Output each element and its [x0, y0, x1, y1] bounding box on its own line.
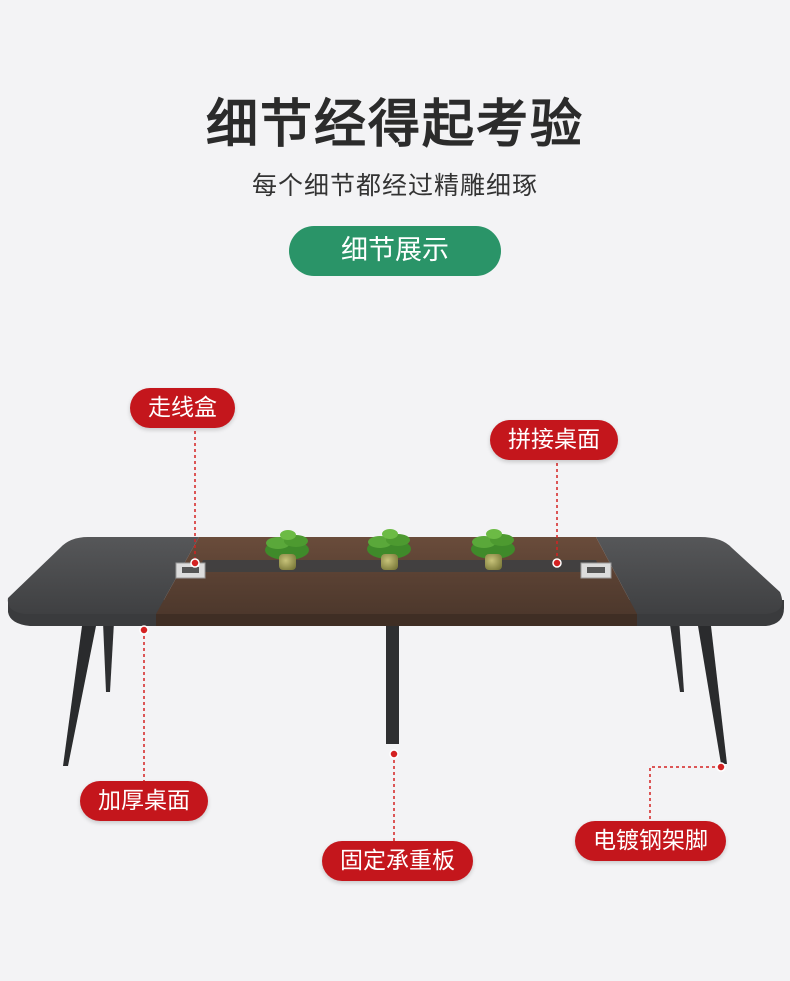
detail-badge: 细节展示 — [289, 226, 501, 276]
plant-left — [265, 530, 309, 570]
table-leg-back-left — [103, 622, 114, 692]
callout-dot-steel-legs — [716, 762, 726, 772]
callout-dot-joined-top — [552, 558, 562, 568]
center-support-leg — [386, 620, 399, 744]
callout-label-fixed-plate: 固定承重板 — [322, 841, 473, 881]
callout-dot-fixed-plate — [389, 749, 399, 759]
wood-edge — [156, 614, 637, 626]
page-title: 细节经得起考验 — [205, 95, 584, 155]
cable-box-left — [175, 562, 206, 579]
callout-line-steel-legs — [649, 766, 721, 822]
page-subtitle: 每个细节都经过精雕细琢 — [251, 171, 538, 200]
callout-label-joined-top: 拼接桌面 — [490, 420, 618, 460]
callout-label-thick-top: 加厚桌面 — [80, 781, 208, 821]
table-leg-front-left — [63, 626, 96, 766]
plant-center — [367, 529, 411, 570]
callout-dot-thick-top — [139, 625, 149, 635]
plant-right — [471, 529, 515, 570]
cable-box-right — [580, 562, 612, 579]
table-leg-back-right — [669, 618, 684, 692]
callout-dot-cable-box — [190, 558, 200, 568]
tabletop-right-section — [596, 537, 783, 614]
center-inlay-strip — [198, 560, 601, 572]
tabletop-left-section — [7, 537, 200, 614]
callout-label-steel-legs: 电镀钢架脚 — [575, 821, 726, 861]
table-leg-front-right — [698, 626, 727, 764]
callout-label-cable-box: 走线盒 — [130, 388, 235, 428]
